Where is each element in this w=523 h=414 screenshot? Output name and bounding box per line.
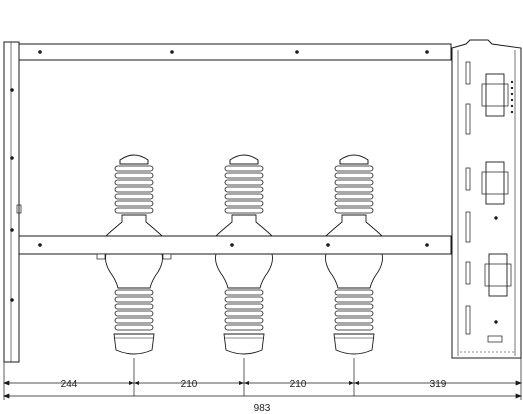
dimension-total: 983	[254, 403, 271, 414]
insulator-2	[214, 154, 274, 355]
dimension-seg-4: 319	[430, 379, 447, 390]
flange-clip-left	[96, 253, 106, 260]
top-beam	[18, 43, 452, 61]
insulator-1	[104, 154, 164, 355]
left-post	[3, 41, 22, 363]
dimension-seg-3: 210	[290, 379, 307, 390]
dimension-seg-1: 244	[61, 379, 78, 390]
insulator-3	[324, 154, 384, 355]
flange-clip-right	[162, 253, 172, 260]
dimension-lines	[3, 358, 522, 400]
middle-beam	[18, 235, 452, 255]
insulator-group	[96, 154, 384, 355]
mechanism-cabinet	[451, 39, 522, 359]
dimension-seg-2: 210	[181, 379, 198, 390]
dimension-labels: 244 210 210 319 983	[61, 379, 447, 414]
